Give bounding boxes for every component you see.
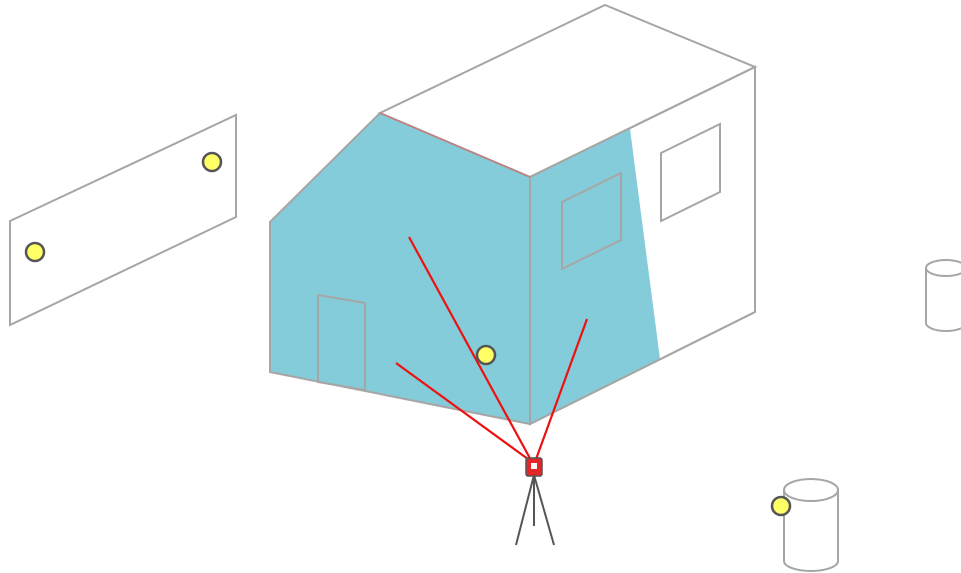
target-marker-icon (475, 344, 497, 366)
house-window (660, 122, 721, 223)
cylinder-near (783, 478, 839, 572)
target-marker-icon (201, 151, 223, 173)
tripod-icon (515, 474, 555, 546)
house-window-scanned (561, 171, 622, 271)
target-marker-icon (770, 495, 792, 517)
targets (24, 151, 792, 517)
laser-beams (395, 236, 589, 463)
house-door (317, 293, 366, 392)
laser-beam (533, 318, 589, 463)
target-marker-icon (24, 241, 46, 263)
laser-scanner-icon (525, 457, 543, 477)
cylinder-far (925, 259, 961, 332)
laser-beam (408, 236, 533, 463)
laser-beam (395, 362, 533, 463)
house-edges (379, 66, 756, 425)
left-wall-panel (9, 113, 237, 327)
